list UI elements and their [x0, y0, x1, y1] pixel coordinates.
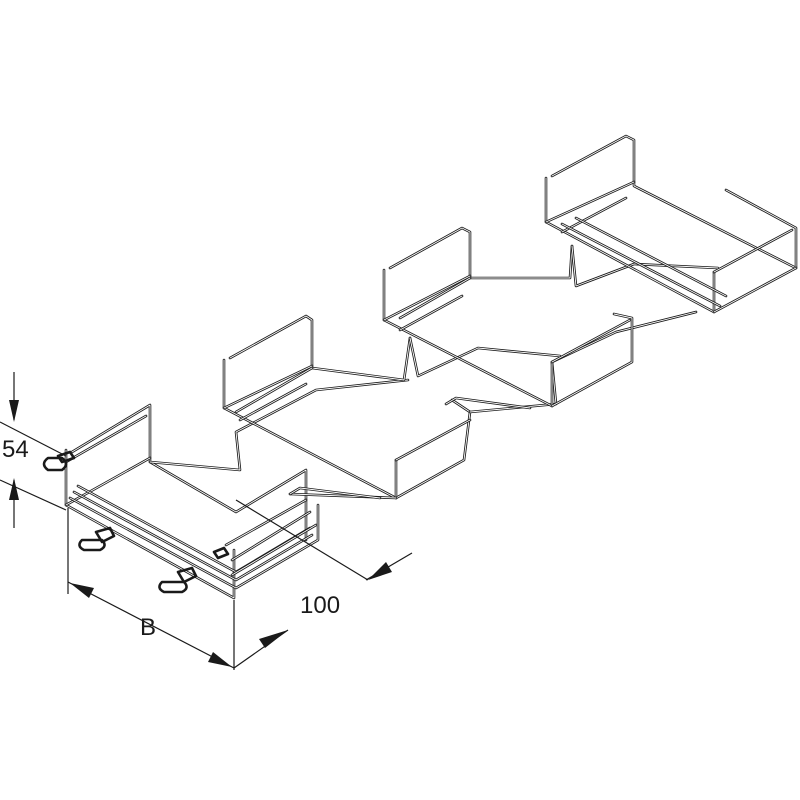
tray-wire-highlight — [383, 269, 553, 407]
arrow-up-icon — [9, 478, 19, 500]
tray-wire-highlight — [289, 487, 381, 499]
tray-wire-highlight — [229, 315, 411, 381]
tray-wire-highlight — [235, 367, 313, 413]
dimension-width — [67, 508, 289, 670]
arrow-right-icon — [208, 652, 232, 667]
tray-wire-highlight — [551, 313, 633, 407]
tray-wire-highlight — [551, 135, 797, 269]
tray-wire-highlight — [399, 277, 471, 319]
tray-wire — [222, 358, 398, 500]
tray-wire-highlight — [545, 181, 635, 223]
tray-wire-highlight — [551, 319, 631, 363]
tray-wire-highlight — [545, 177, 715, 313]
dimension-width-label: B — [140, 614, 157, 641]
tray-wire-highlight — [149, 379, 409, 471]
tray-wire-highlight — [395, 419, 471, 461]
tray-wire-highlight — [239, 383, 307, 421]
wire-cable-tray — [64, 134, 798, 600]
tray-wire-highlight — [231, 524, 317, 576]
dimension-height — [0, 372, 67, 528]
tray-wire-highlight — [713, 267, 797, 313]
tray-wire — [550, 312, 634, 408]
tray-wire-highlight — [231, 511, 311, 561]
tray-wire — [468, 310, 698, 414]
tray-wire-highlight — [469, 311, 697, 413]
tray-wire-highlight — [713, 229, 793, 273]
tray-wire-highlight — [571, 245, 719, 287]
tray-wire-highlight — [77, 485, 311, 573]
tray-wire — [228, 314, 412, 382]
arrow-up-right-icon — [259, 630, 288, 648]
tray-wire-highlight — [69, 497, 319, 589]
dimension-height-label: 54 — [2, 436, 29, 463]
tray-wire-highlight — [561, 197, 627, 233]
tray-wire-highlight — [445, 397, 531, 409]
tray-wire-highlight — [395, 399, 471, 499]
tray-wire-highlight — [223, 365, 313, 409]
tray-wire — [72, 490, 314, 582]
tray-wire-highlight — [561, 223, 721, 307]
arrow-down-icon — [9, 400, 19, 422]
arrow-down-left-icon — [368, 562, 392, 580]
tray-wire-highlight — [223, 359, 397, 499]
connector-clips — [42, 450, 230, 594]
tray-wire-highlight — [389, 227, 573, 279]
dimension-length — [235, 499, 413, 581]
tray-wire — [394, 398, 472, 500]
tray-wire-highlight — [71, 404, 307, 541]
tray-wire-highlight — [575, 217, 727, 297]
tray-wire — [76, 484, 312, 574]
tray-wire-highlight — [73, 491, 313, 581]
tray-wire — [148, 378, 410, 472]
tray-wire-highlight — [383, 275, 471, 321]
tray-wire-highlight — [409, 337, 561, 377]
tray-wire-highlight — [399, 295, 463, 331]
tray-wire-highlight — [65, 415, 147, 463]
tray-wire-highlight — [225, 499, 307, 546]
dimension-length-label: 100 — [300, 592, 341, 619]
arrow-left-icon — [70, 583, 94, 598]
tray-wire-highlight — [65, 457, 151, 506]
